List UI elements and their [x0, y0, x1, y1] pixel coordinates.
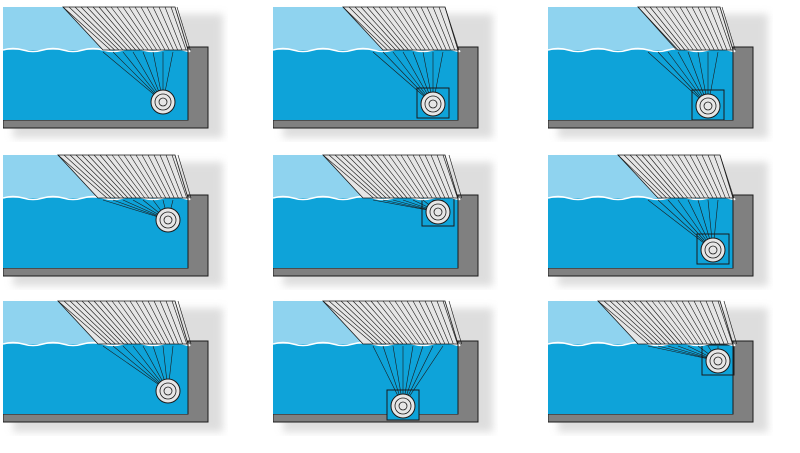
pool-cover-panel: [548, 296, 773, 436]
deep-water: [3, 344, 188, 414]
pool-cover-panel: [273, 2, 498, 142]
pool-cover-panel: [3, 296, 228, 436]
roller-icon: [425, 199, 451, 225]
pool-cover-panel: [273, 150, 498, 290]
roller-icon: [390, 393, 416, 419]
roller-icon: [700, 237, 726, 263]
pool-cover-panel: [548, 150, 773, 290]
roller-icon: [150, 89, 176, 115]
pool-cover-panel: [548, 2, 773, 142]
roller-icon: [155, 378, 181, 404]
roller-icon: [695, 93, 721, 119]
pool-cover-panel: [3, 2, 228, 142]
pool-cover-panel: [273, 296, 498, 436]
pool-cover-panel: [3, 150, 228, 290]
roller-icon: [705, 348, 731, 374]
roller-icon: [155, 207, 181, 233]
roller-icon: [420, 91, 446, 117]
deep-water: [3, 198, 188, 268]
deep-water: [273, 344, 458, 414]
